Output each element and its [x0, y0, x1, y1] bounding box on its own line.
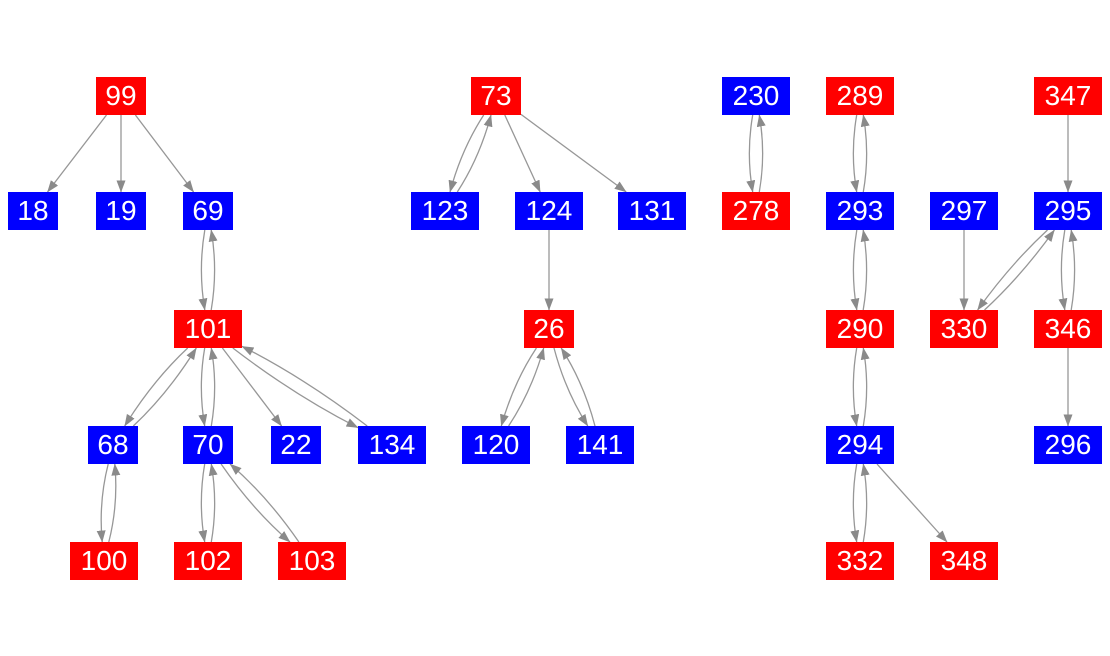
graph-node-297: 297: [930, 192, 998, 230]
edge-101-68: [124, 347, 189, 427]
graph-node-295: 295: [1034, 192, 1102, 230]
graph-node-101: 101: [174, 310, 242, 348]
edge-101-70: [198, 347, 208, 427]
edge-293-289: [860, 114, 870, 193]
edge-26-141: [553, 347, 589, 427]
edge-293-290: [850, 229, 860, 311]
graph-node-332: 332: [826, 542, 894, 580]
edge-123-73: [456, 114, 493, 193]
edge-332-294: [860, 463, 870, 543]
edge-101-69: [208, 229, 218, 311]
edge-73-124: [504, 114, 541, 193]
edge-278-230: [756, 114, 766, 193]
graph-node-18: 18: [8, 192, 58, 230]
graph-node-289: 289: [826, 77, 894, 115]
graph-node-131: 131: [618, 192, 686, 230]
graph-node-296: 296: [1034, 426, 1102, 464]
edge-70-101: [208, 347, 218, 427]
graph-node-73: 73: [471, 77, 521, 115]
graph-node-293: 293: [826, 192, 894, 230]
graph-node-103: 103: [278, 542, 346, 580]
graph-node-294: 294: [826, 426, 894, 464]
edge-100-68: [108, 463, 121, 543]
edge-330-295: [984, 229, 1055, 311]
graph-node-278: 278: [722, 192, 790, 230]
edge-294-290: [860, 347, 870, 427]
edge-102-70: [208, 463, 218, 543]
edge-294-332: [850, 463, 860, 543]
edge-295-330: [977, 229, 1048, 311]
graph-node-22: 22: [271, 426, 321, 464]
edge-69-101: [198, 229, 208, 311]
graph-node-347: 347: [1034, 77, 1102, 115]
edge-290-294: [850, 347, 860, 427]
edge-290-293: [860, 229, 870, 311]
edge-230-278: [746, 114, 756, 193]
edge-73-131: [520, 113, 627, 193]
graph-node-100: 100: [70, 542, 138, 580]
graph-node-120: 120: [462, 426, 530, 464]
graph-node-348: 348: [930, 542, 998, 580]
graph-node-330: 330: [930, 310, 998, 348]
edge-68-101: [132, 347, 197, 427]
edge-101-134: [232, 347, 359, 429]
edge-99-69: [134, 114, 195, 193]
edge-101-22: [221, 347, 283, 427]
edge-294-348: [876, 463, 948, 543]
edge-70-102: [198, 463, 208, 543]
graph-node-69: 69: [183, 192, 233, 230]
graph-node-102: 102: [174, 542, 242, 580]
edge-99-18: [46, 114, 108, 193]
edge-73-123: [448, 114, 485, 193]
graph-node-26: 26: [524, 310, 574, 348]
edge-295-346: [1058, 229, 1068, 311]
edge-103-70: [229, 463, 300, 543]
graph-node-141: 141: [566, 426, 634, 464]
edge-120-26: [508, 347, 545, 427]
edge-26-120: [500, 347, 537, 427]
graph-node-134: 134: [358, 426, 426, 464]
graph-node-346: 346: [1034, 310, 1102, 348]
graph-node-123: 123: [411, 192, 479, 230]
edge-134-101: [241, 345, 368, 427]
graph-node-99: 99: [96, 77, 146, 115]
graph-node-290: 290: [826, 310, 894, 348]
edge-141-26: [560, 347, 596, 427]
edge-70-103: [220, 463, 291, 543]
edge-68-100: [96, 463, 109, 543]
graph-node-68: 68: [88, 426, 138, 464]
graph-node-70: 70: [183, 426, 233, 464]
edge-346-295: [1068, 229, 1078, 311]
graph-node-230: 230: [722, 77, 790, 115]
graph-node-124: 124: [515, 192, 583, 230]
graph-node-19: 19: [96, 192, 146, 230]
edge-289-293: [850, 114, 860, 193]
